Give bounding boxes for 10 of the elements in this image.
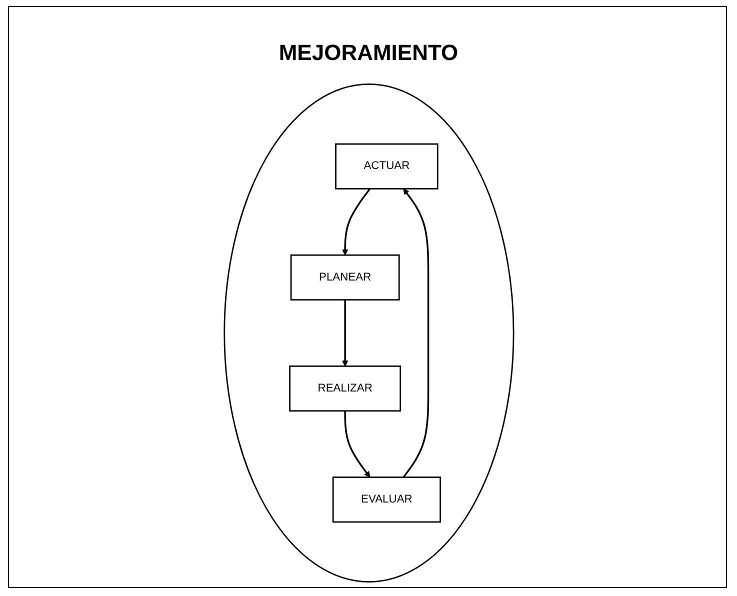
arrow xyxy=(342,300,348,366)
diagram-title: MEJORAMIENTO xyxy=(278,40,460,66)
node-box: ACTUAR xyxy=(334,143,438,190)
arrow xyxy=(342,188,370,256)
arrow xyxy=(344,410,370,478)
arrow xyxy=(402,188,429,478)
node-box: REALIZAR xyxy=(288,365,401,412)
cluster xyxy=(223,84,514,582)
node-box: EVALUAR xyxy=(332,476,441,523)
node-box: PLANEAR xyxy=(290,254,400,301)
